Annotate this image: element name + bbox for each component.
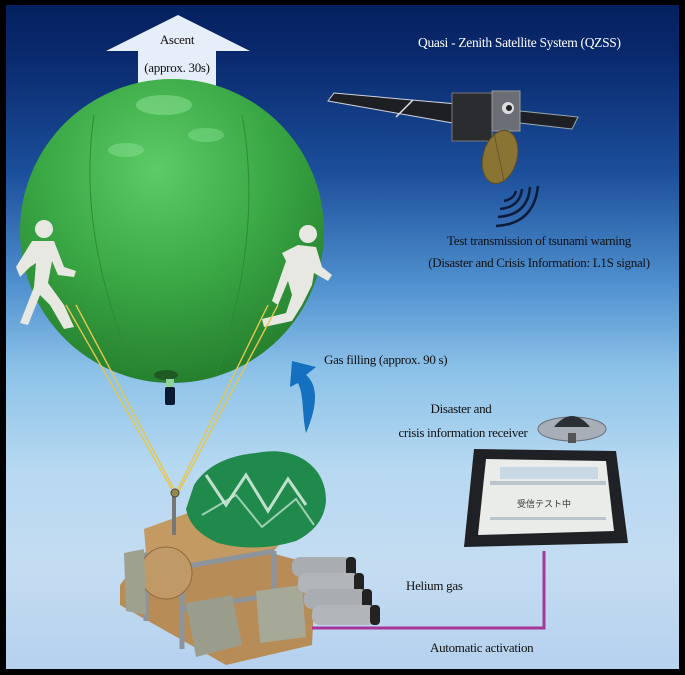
balloon-icon [16,79,332,494]
launch-apparatus-icon [120,451,380,665]
ascent-label: Ascent [159,32,195,47]
receiver-device-icon: 受信テスト中 [464,416,628,547]
signal-type-label: (Disaster and Crisis Information: L1S si… [428,255,650,270]
emergency-exit-figure-icon [16,220,76,329]
activation-wire [312,551,546,630]
receiver-panel-text: 受信テスト中 [517,498,571,510]
receiver-label-line1: Disaster and [430,401,492,416]
gas-filling-arrow-icon [290,361,316,433]
gas-filling-label: Gas filling (approx. 90 s) [324,352,448,367]
satellite-icon [327,90,579,228]
qzss-title: Quasi - Zenith Satellite System (QZSS) [418,35,621,50]
automatic-activation-label: Automatic activation [430,640,534,655]
diagram-canvas: Ascent (approx. 30s) Quasi - Zenith Sate… [6,5,679,669]
helium-gas-label: Helium gas [406,578,463,593]
receiver-label-line2: crisis information receiver [398,425,528,440]
helium-cylinders-icon [292,557,380,625]
ascent-arrow-icon [106,15,250,90]
ascent-duration-label: (approx. 30s) [144,60,210,75]
transmission-label: Test transmission of tsunami warning [447,233,631,248]
